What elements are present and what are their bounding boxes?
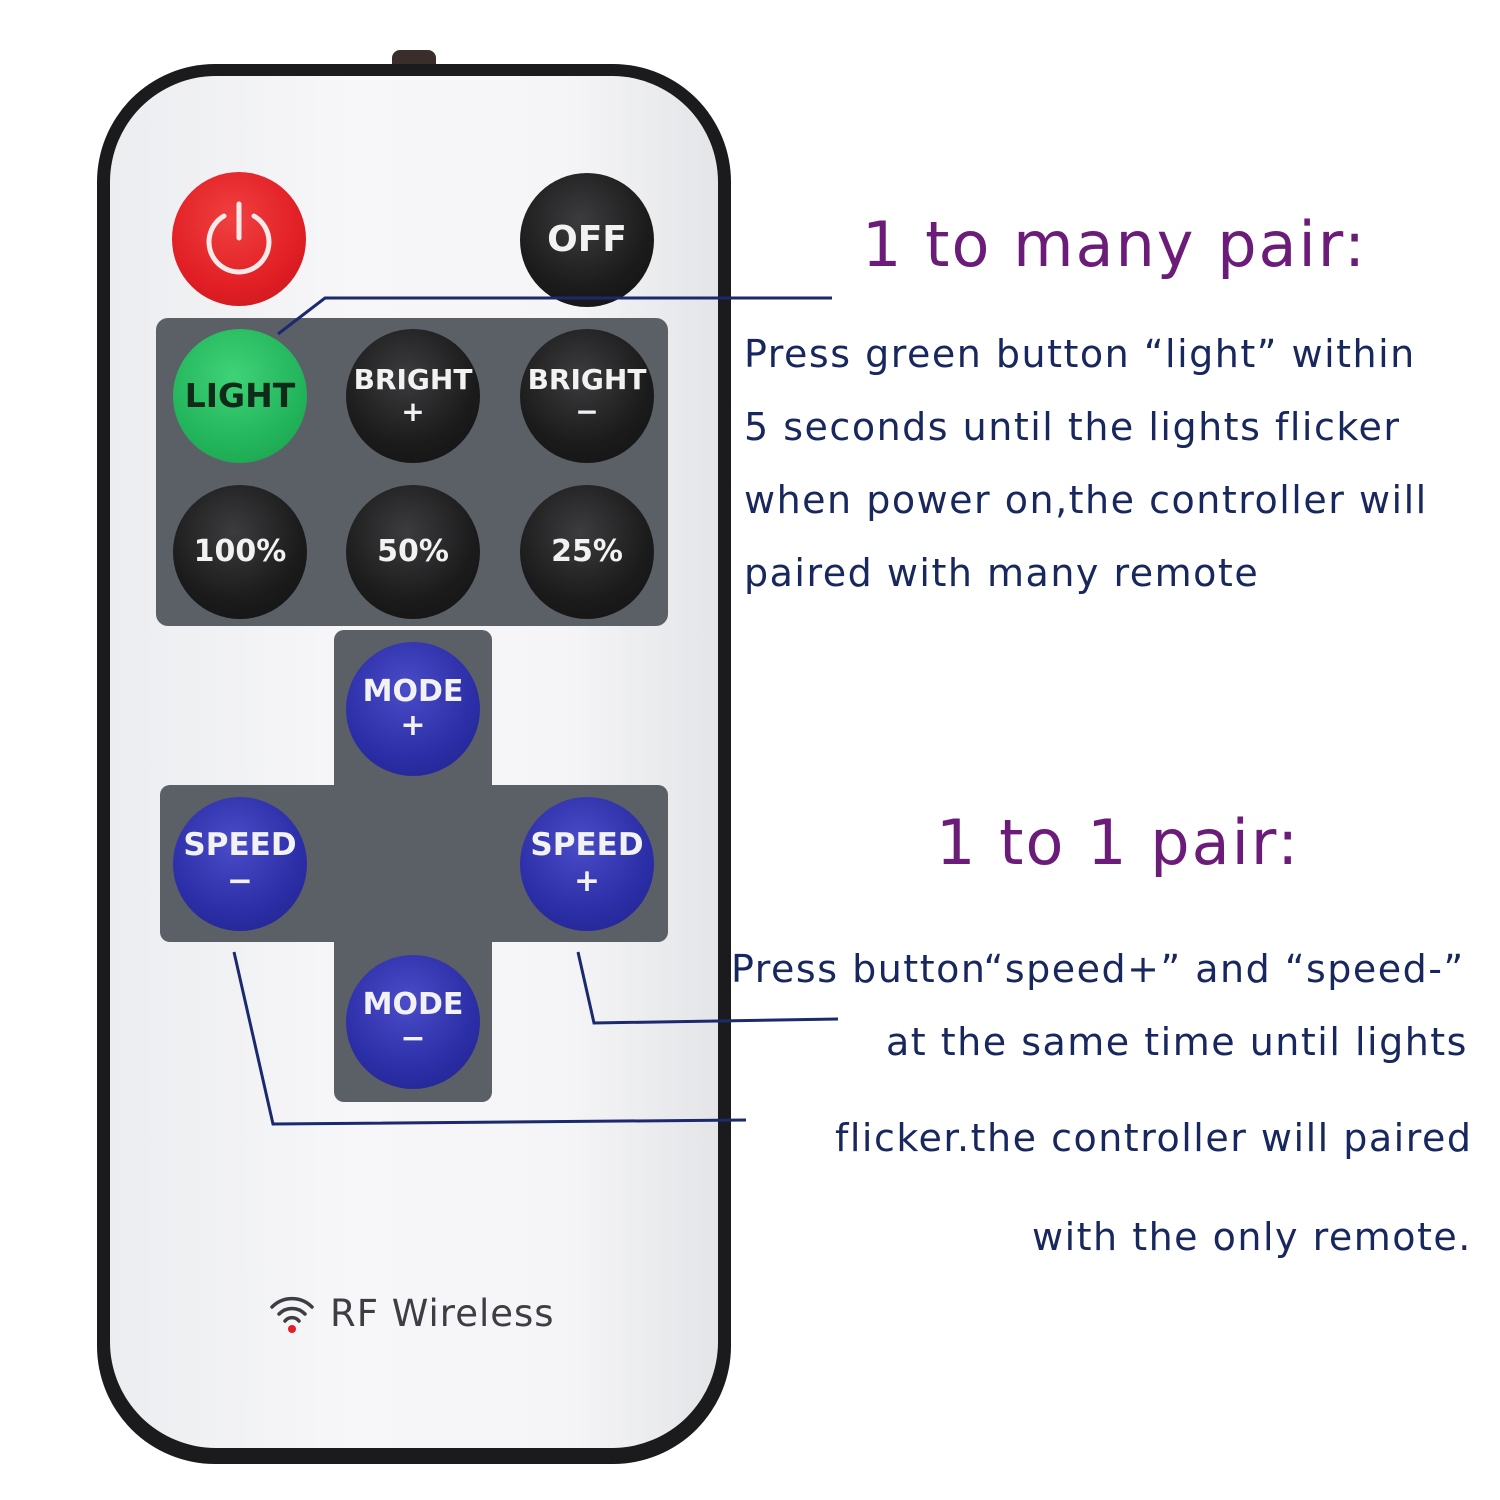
- speed-plus-leader: [576, 951, 839, 1025]
- brightness-100-label: 100%: [193, 533, 287, 569]
- one-to-many-line-4: paired with many remote: [744, 551, 1260, 595]
- light-button-leader: [277, 296, 832, 336]
- light-button-label: LIGHT: [184, 376, 296, 416]
- one-to-one-line-3: flicker.the controller will paired: [835, 1116, 1473, 1160]
- rf-wireless-label: RF Wireless: [330, 1292, 555, 1335]
- brightness-25-button[interactable]: 25%: [520, 485, 654, 619]
- brightness-25-label: 25%: [551, 533, 623, 569]
- one-to-one-line-4: with the only remote.: [1032, 1215, 1472, 1259]
- speed-minus-button[interactable]: SPEED −: [173, 797, 307, 931]
- one-to-one-line-2: at the same time until lights: [886, 1020, 1468, 1064]
- brightness-50-label: 50%: [377, 533, 449, 569]
- plus-symbol: +: [400, 708, 426, 743]
- bright-minus-label: BRIGHT: [527, 362, 647, 396]
- one-to-one-line-1: Press button“speed+” and “speed-”: [731, 947, 1465, 991]
- speed-minus-label: SPEED: [183, 827, 297, 864]
- mode-minus-button[interactable]: MODE −: [346, 955, 480, 1089]
- speed-minus-leader: [232, 951, 747, 1126]
- one-to-many-line-3: when power on,the controller will: [744, 478, 1428, 522]
- minus-symbol: −: [227, 863, 253, 899]
- speed-plus-label: SPEED: [530, 827, 644, 864]
- off-button[interactable]: OFF: [520, 173, 654, 307]
- mode-plus-label: MODE: [362, 673, 464, 709]
- one-to-many-line-1: Press green button “light” within: [744, 332, 1416, 376]
- power-icon: [206, 201, 272, 275]
- bright-minus-button[interactable]: BRIGHT −: [520, 329, 654, 463]
- one-to-one-heading: 1 to 1 pair:: [936, 806, 1301, 879]
- light-button[interactable]: LIGHT: [173, 329, 307, 463]
- brightness-50-button[interactable]: 50%: [346, 485, 480, 619]
- minus-symbol: −: [575, 395, 599, 428]
- off-button-label: OFF: [547, 219, 627, 261]
- mode-minus-label: MODE: [362, 986, 464, 1022]
- one-to-many-heading: 1 to many pair:: [862, 208, 1368, 281]
- minus-symbol: −: [400, 1021, 426, 1056]
- bright-plus-label: BRIGHT: [353, 362, 473, 396]
- speed-plus-button[interactable]: SPEED +: [520, 797, 654, 931]
- power-button[interactable]: [172, 172, 306, 306]
- remote-top-nub: [392, 50, 436, 68]
- one-to-many-line-2: 5 seconds until the lights flicker: [744, 405, 1401, 449]
- wifi-signal-icon: [270, 1296, 314, 1333]
- plus-symbol: +: [574, 863, 600, 899]
- brightness-100-button[interactable]: 100%: [173, 485, 307, 619]
- mode-plus-button[interactable]: MODE +: [346, 642, 480, 776]
- plus-symbol: +: [401, 395, 425, 428]
- bright-plus-button[interactable]: BRIGHT +: [346, 329, 480, 463]
